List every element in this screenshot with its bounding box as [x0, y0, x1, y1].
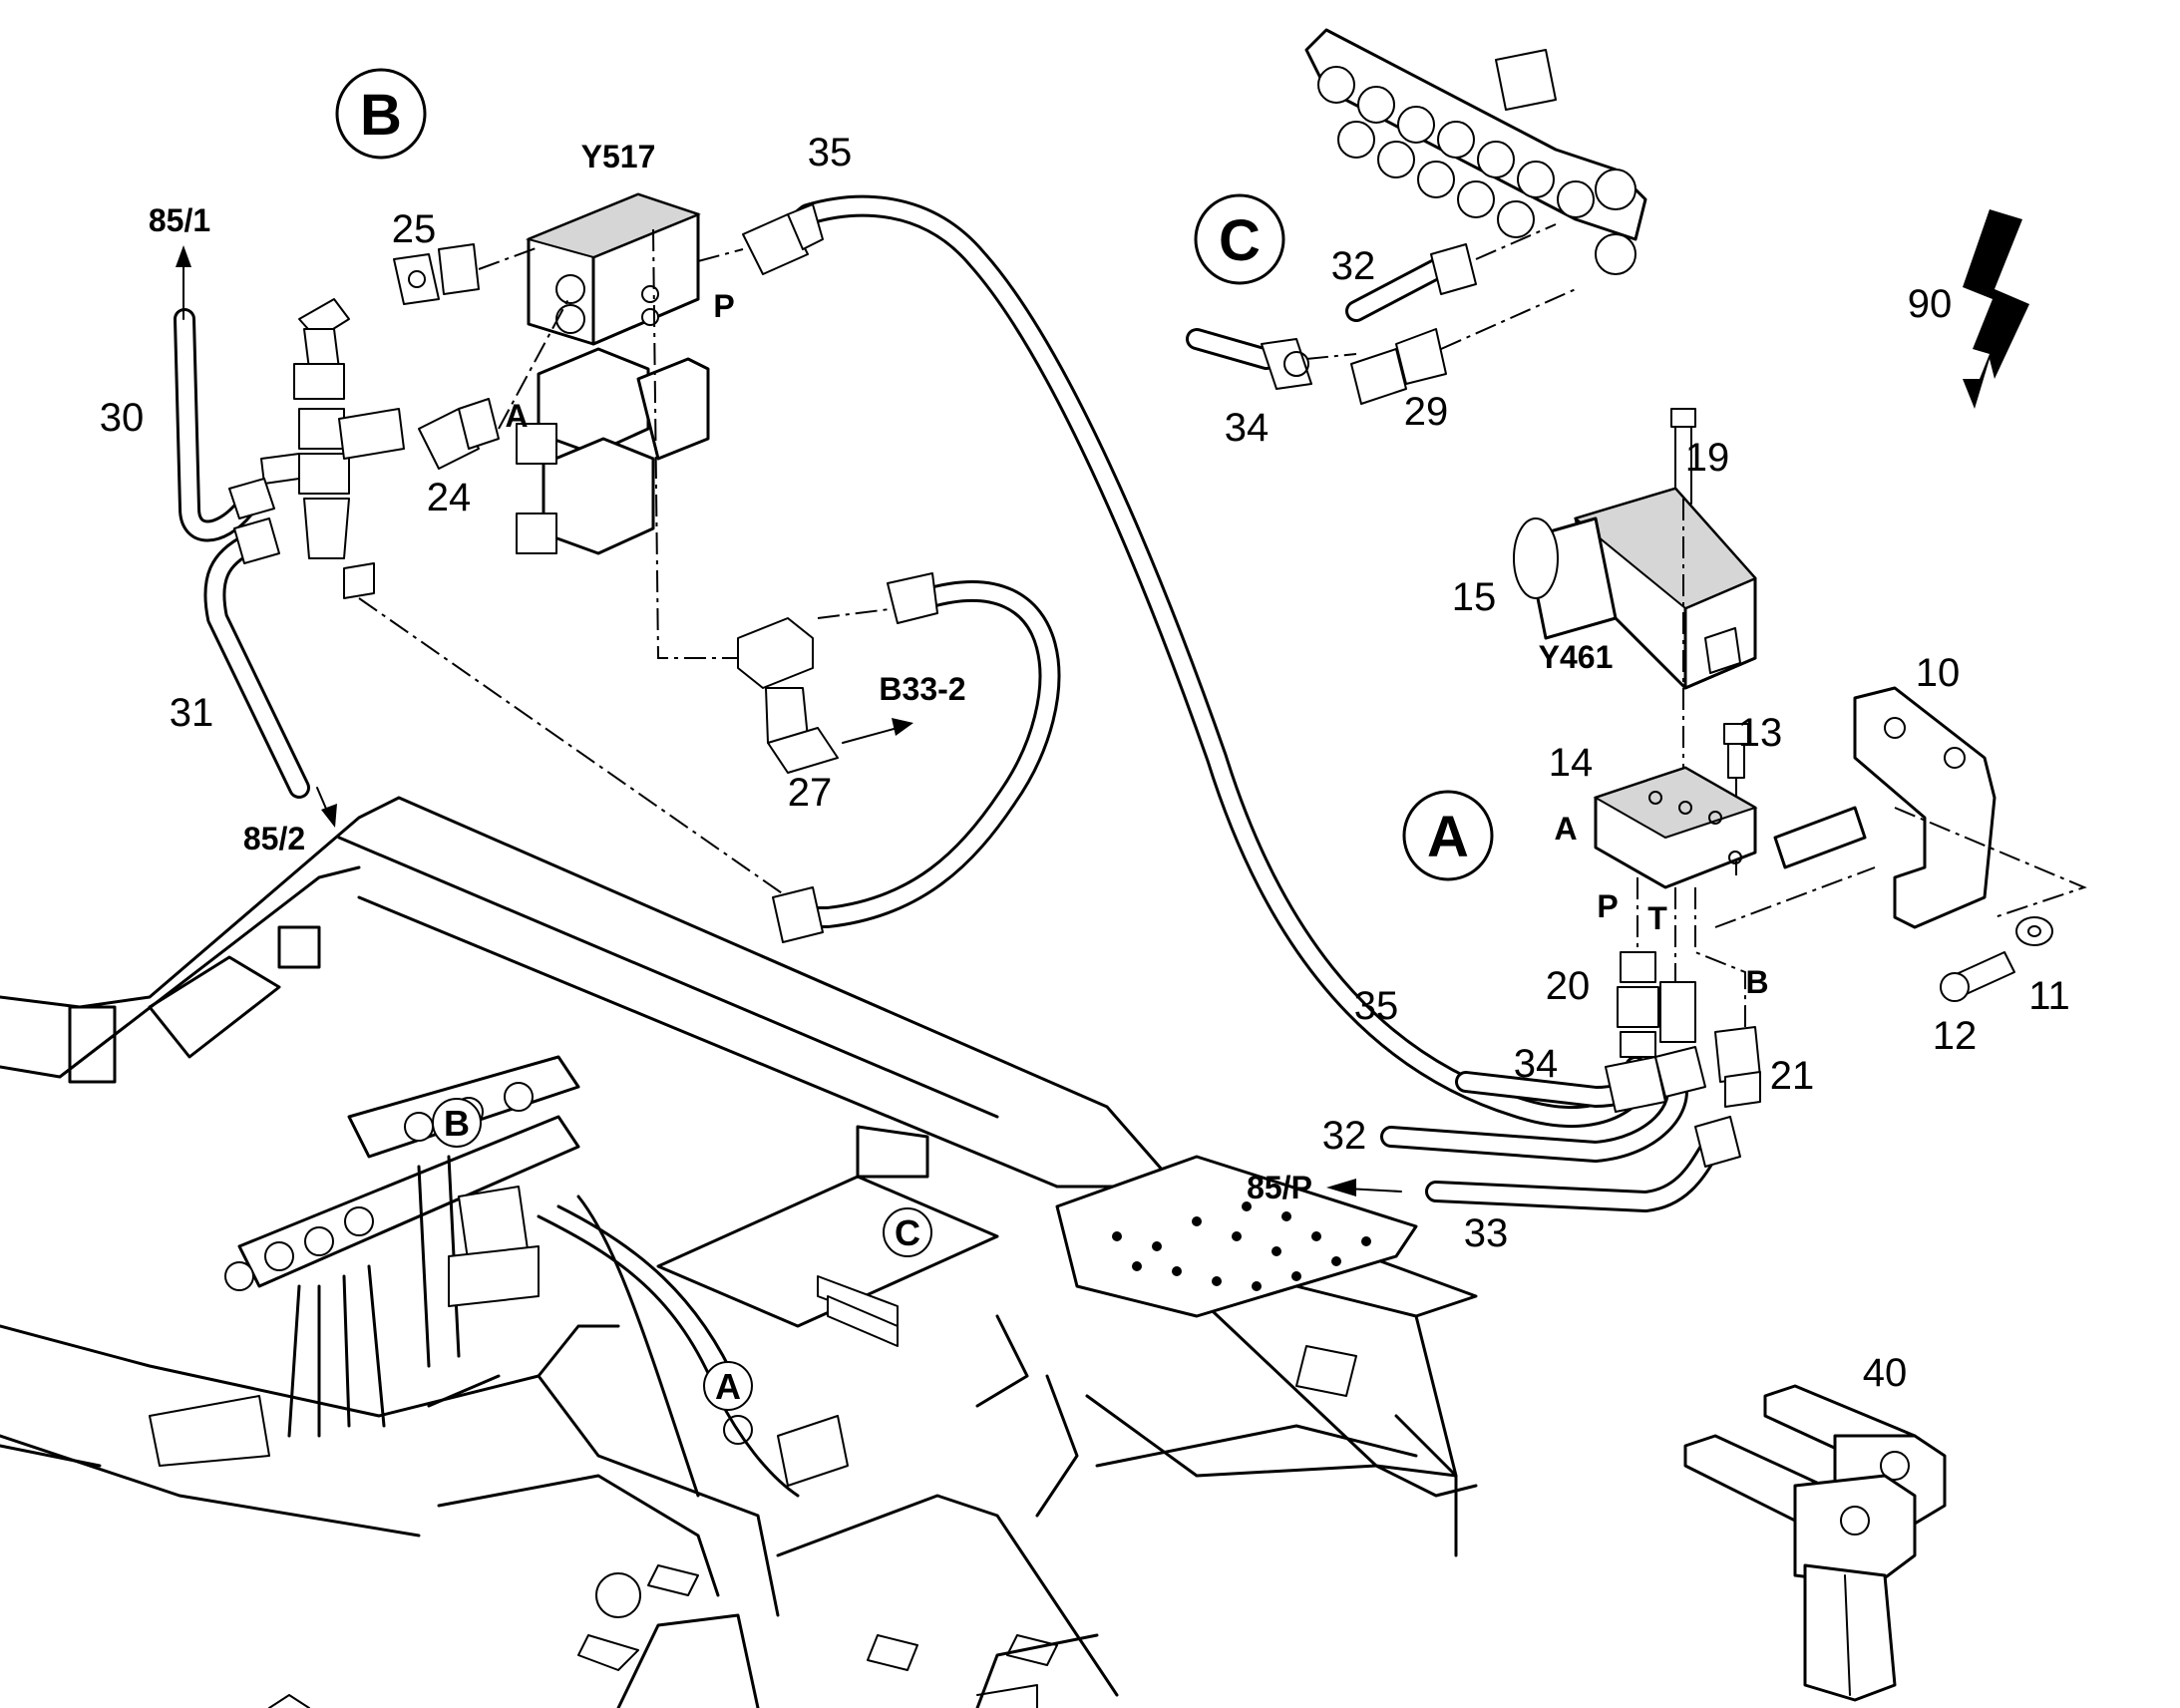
arrow-85-p [1326, 1179, 1402, 1196]
hose-30 [174, 308, 275, 542]
valve-y461 [1513, 487, 1757, 690]
port-label-t-block: T [1647, 900, 1667, 936]
frame-marker-c-label: C [895, 1212, 920, 1253]
ref-b33-2: B33-2 [879, 671, 965, 707]
screw-12 [1940, 951, 2015, 1002]
arrow-85-1 [176, 245, 191, 320]
ref-85-2: 85/2 [243, 821, 305, 856]
callout-11: 11 [2028, 974, 2070, 1018]
callout-27: 27 [788, 771, 833, 815]
arrow-85-2 [316, 787, 337, 828]
frame-valve-a [723, 1415, 849, 1487]
ref-85-p: 85/P [1247, 1170, 1312, 1205]
callout-12: 12 [1933, 1014, 1978, 1058]
hose-31 [203, 517, 310, 799]
callout-34-lower: 34 [1514, 1042, 1559, 1086]
callout-13: 13 [1738, 711, 1783, 755]
tee-fitting-27 [737, 617, 839, 774]
callout-35-lower: 35 [1354, 984, 1399, 1028]
callout-32-upper: 32 [1331, 244, 1376, 288]
callout-31: 31 [170, 691, 214, 735]
port-label-p-block: P [1597, 888, 1618, 924]
pedal-assembly-40 [1683, 1384, 1947, 1702]
tee-fitting-stack [260, 298, 405, 599]
detail-c-label: C [1219, 208, 1261, 273]
frame-marker-a-label: A [715, 1366, 741, 1407]
ref-85-1: 85/1 [149, 202, 210, 238]
hose-35 [742, 194, 1656, 1128]
frame-manifold-c [817, 1275, 899, 1347]
lightning-bolt-90 [1963, 209, 2029, 409]
callout-21: 21 [1770, 1054, 1815, 1098]
subplate-14 [1593, 766, 1758, 889]
frame-manifold-assembly [149, 1055, 800, 1498]
port-label-a-top: A [505, 398, 528, 434]
callout-90: 90 [1908, 282, 1953, 326]
manifold-c [1304, 28, 1647, 275]
callout-24: 24 [427, 476, 472, 519]
valve-y517 [516, 192, 710, 555]
callout-19: 19 [1685, 436, 1730, 480]
callout-32-lower: 32 [1322, 1114, 1367, 1158]
hose-loop-27 [772, 572, 1061, 943]
arrow-b33-2 [842, 718, 913, 744]
callout-29: 29 [1404, 390, 1449, 434]
callout-25: 25 [392, 207, 437, 251]
detail-a-label: A [1427, 805, 1469, 869]
port-label-a-block: A [1554, 811, 1577, 847]
detail-b-marker: B [335, 68, 427, 160]
fitting-25 [393, 243, 480, 305]
detail-b-label: B [360, 83, 402, 148]
hose-32-lower [1380, 1046, 1706, 1163]
hose-34-upper [1186, 328, 1312, 390]
deck-plate [1055, 1155, 1418, 1318]
label-y461: Y461 [1539, 639, 1614, 675]
fitting-21 [1714, 1026, 1761, 1108]
callout-20: 20 [1546, 964, 1591, 1008]
callout-30: 30 [100, 396, 145, 440]
callout-35-upper: 35 [808, 131, 853, 174]
port-label-b-block: B [1745, 964, 1768, 1000]
frame-marker-b: B [432, 1098, 482, 1148]
frame-marker-b-label: B [444, 1103, 470, 1144]
fitting-29 [1350, 328, 1447, 405]
callout-34-upper: 34 [1225, 406, 1270, 450]
port-label-p-top: P [713, 288, 734, 324]
detail-c-marker: C [1194, 193, 1285, 285]
callout-15: 15 [1452, 575, 1497, 619]
fitting-20 [1617, 951, 1696, 1058]
bracket-10 [1773, 686, 1997, 929]
fitting-24 [418, 398, 500, 470]
label-y517: Y517 [581, 139, 656, 174]
washer-11 [2015, 916, 2053, 946]
hose-32-upper [1345, 243, 1477, 322]
callout-14: 14 [1549, 741, 1594, 785]
frame-marker-a: A [703, 1361, 753, 1411]
callout-33: 33 [1464, 1211, 1509, 1255]
hose-33 [1425, 1116, 1741, 1212]
callout-40: 40 [1863, 1351, 1908, 1395]
screw-13 [1723, 723, 1749, 779]
detail-a-marker: A [1402, 790, 1494, 881]
callout-10: 10 [1916, 651, 1961, 695]
frame-marker-c: C [883, 1207, 932, 1257]
